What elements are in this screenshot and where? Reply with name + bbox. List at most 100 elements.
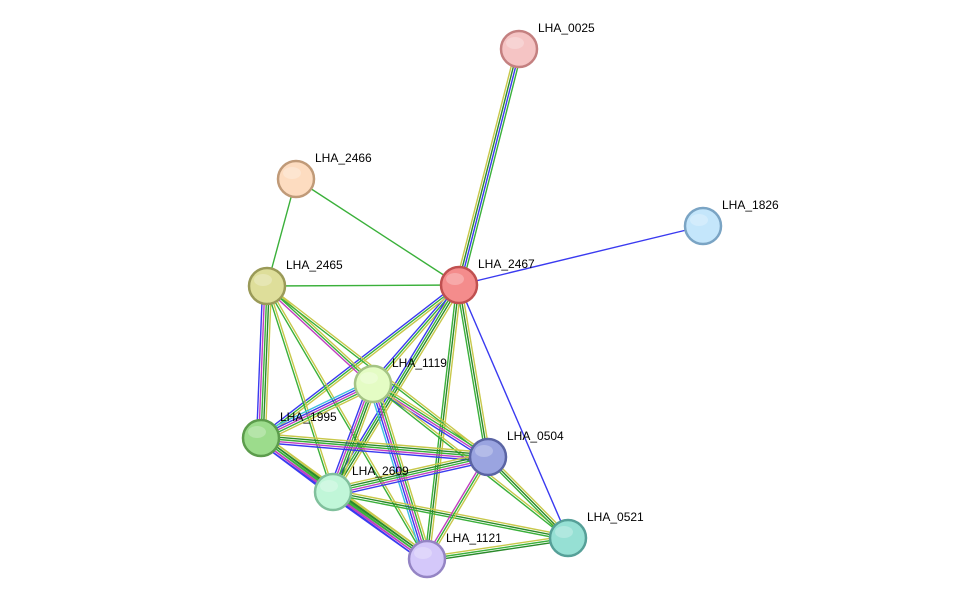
node-highlight [283, 167, 301, 179]
edge-evidence-line [458, 225, 704, 286]
edge-evidence-line [374, 383, 430, 559]
node-highlight [446, 273, 464, 285]
edge-LHA_2465-LHA_2467[interactable] [266, 284, 460, 287]
edge-evidence-line [335, 487, 430, 556]
edge-evidence-line [426, 456, 489, 560]
edge-LHA_2465-LHA_1995[interactable] [255, 285, 273, 439]
node-circle[interactable] [499, 29, 539, 69]
edge-LHA_2467-LHA_2466[interactable] [295, 178, 460, 286]
edge-evidence-line [261, 385, 375, 441]
node-label: LHA_1826 [722, 198, 779, 212]
edge-evidence-line [330, 382, 372, 492]
node-LHA_0025[interactable]: LHA_0025 [499, 21, 595, 69]
node-circle[interactable] [407, 539, 447, 579]
edge-evidence-line [332, 456, 489, 493]
edge-evidence-line [255, 285, 264, 438]
edge-evidence-line [373, 382, 489, 457]
edge-LHA_2467-LHA_0025[interactable] [455, 48, 523, 286]
edge-evidence-line [428, 457, 491, 561]
node-label: LHA_2466 [315, 151, 372, 165]
edge-LHA_2467-LHA_0521[interactable] [458, 284, 569, 539]
node-circle[interactable] [247, 266, 287, 306]
node-circle[interactable] [548, 518, 588, 558]
edge-evidence-line [258, 379, 372, 435]
node-circle[interactable] [683, 206, 723, 246]
edge-evidence-line [460, 284, 491, 457]
node-circle[interactable] [313, 472, 353, 512]
edge-LHA_2465-LHA_1121[interactable] [265, 285, 429, 560]
edge-LHA_2465-LHA_2609[interactable] [265, 285, 335, 493]
node-LHA_2609[interactable]: LHA_2609 [313, 464, 409, 512]
edge-LHA_2467-LHA_0504[interactable] [456, 284, 491, 458]
edge-evidence-line [332, 454, 488, 491]
edge-evidence-line [330, 495, 425, 564]
edge-evidence-line [331, 284, 459, 492]
edge-LHA_1995-LHA_0504[interactable] [260, 432, 489, 463]
edge-LHA_2467-LHA_1995[interactable] [259, 282, 461, 441]
edge-LHA_2465-LHA_1119[interactable] [265, 283, 375, 387]
edge-evidence-line [265, 287, 372, 387]
edge-evidence-line [456, 285, 487, 458]
node-label: LHA_0025 [538, 21, 595, 35]
node-highlight [320, 480, 338, 492]
node-highlight [506, 37, 524, 49]
edge-evidence-line [262, 387, 376, 443]
node-LHA_0521[interactable]: LHA_0521 [548, 510, 644, 558]
edge-evidence-line [334, 384, 376, 494]
edge-evidence-line [295, 178, 460, 286]
node-circle[interactable] [439, 265, 479, 305]
edge-evidence-line [260, 383, 374, 439]
node-LHA_1121[interactable]: LHA_1121 [407, 531, 502, 579]
edge-evidence-line [331, 452, 488, 489]
edge-LHA_1121-LHA_0521[interactable] [426, 535, 569, 562]
node-LHA_2467[interactable]: LHA_2467 [439, 257, 535, 305]
node-LHA_1826[interactable]: LHA_1826 [683, 198, 779, 246]
edge-evidence-line [260, 284, 460, 439]
node-LHA_1995[interactable]: LHA_1995 [241, 410, 337, 458]
node-highlight [475, 445, 493, 457]
edge-evidence-line [333, 285, 461, 493]
edge-evidence-line [372, 383, 428, 560]
edge-LHA_2609-LHA_0504[interactable] [331, 452, 490, 497]
node-circle[interactable] [468, 437, 508, 477]
edge-evidence-line [262, 286, 270, 439]
edge-evidence-line [455, 48, 517, 285]
node-LHA_0504[interactable]: LHA_0504 [468, 429, 564, 477]
edge-evidence-line [376, 382, 432, 558]
edge-evidence-line [261, 432, 489, 454]
edge-LHA_1119-LHA_1995[interactable] [258, 379, 376, 443]
node-LHA_2465[interactable]: LHA_2465 [247, 258, 343, 306]
node-circle[interactable] [276, 159, 316, 199]
edge-evidence-line [374, 380, 491, 455]
edge-evidence-line [459, 49, 521, 286]
edge-evidence-line [260, 285, 268, 439]
edge-evidence-line [333, 458, 489, 495]
edge-evidence-line [333, 489, 429, 558]
edge-evidence-line [267, 285, 335, 492]
edge-LHA_2467-LHA_1826[interactable] [458, 225, 704, 286]
edge-evidence-line [424, 455, 487, 559]
edge-evidence-line [266, 284, 460, 287]
edge-evidence-line [328, 382, 370, 491]
node-LHA_2466[interactable]: LHA_2466 [276, 151, 372, 199]
node-circle[interactable] [353, 364, 393, 404]
edge-evidence-line [426, 537, 569, 560]
edge-evidence-line [265, 286, 427, 560]
edge-evidence-line [265, 286, 333, 493]
edge-evidence-line [426, 535, 568, 558]
edge-evidence-line [331, 493, 427, 562]
node-LHA_1119[interactable]: LHA_1119 [353, 356, 447, 404]
edge-evidence-line [260, 439, 488, 460]
edge-evidence-line [336, 385, 378, 494]
edge-evidence-line [457, 48, 519, 285]
node-label: LHA_1121 [446, 531, 502, 545]
edge-evidence-line [333, 460, 490, 497]
edge-evidence-line [259, 381, 373, 437]
edge-evidence-line [461, 49, 523, 286]
edge-LHA_0504-LHA_1121[interactable] [424, 455, 491, 561]
node-circle[interactable] [241, 418, 281, 458]
edge-evidence-line [458, 284, 489, 458]
edge-evidence-line [258, 285, 266, 438]
